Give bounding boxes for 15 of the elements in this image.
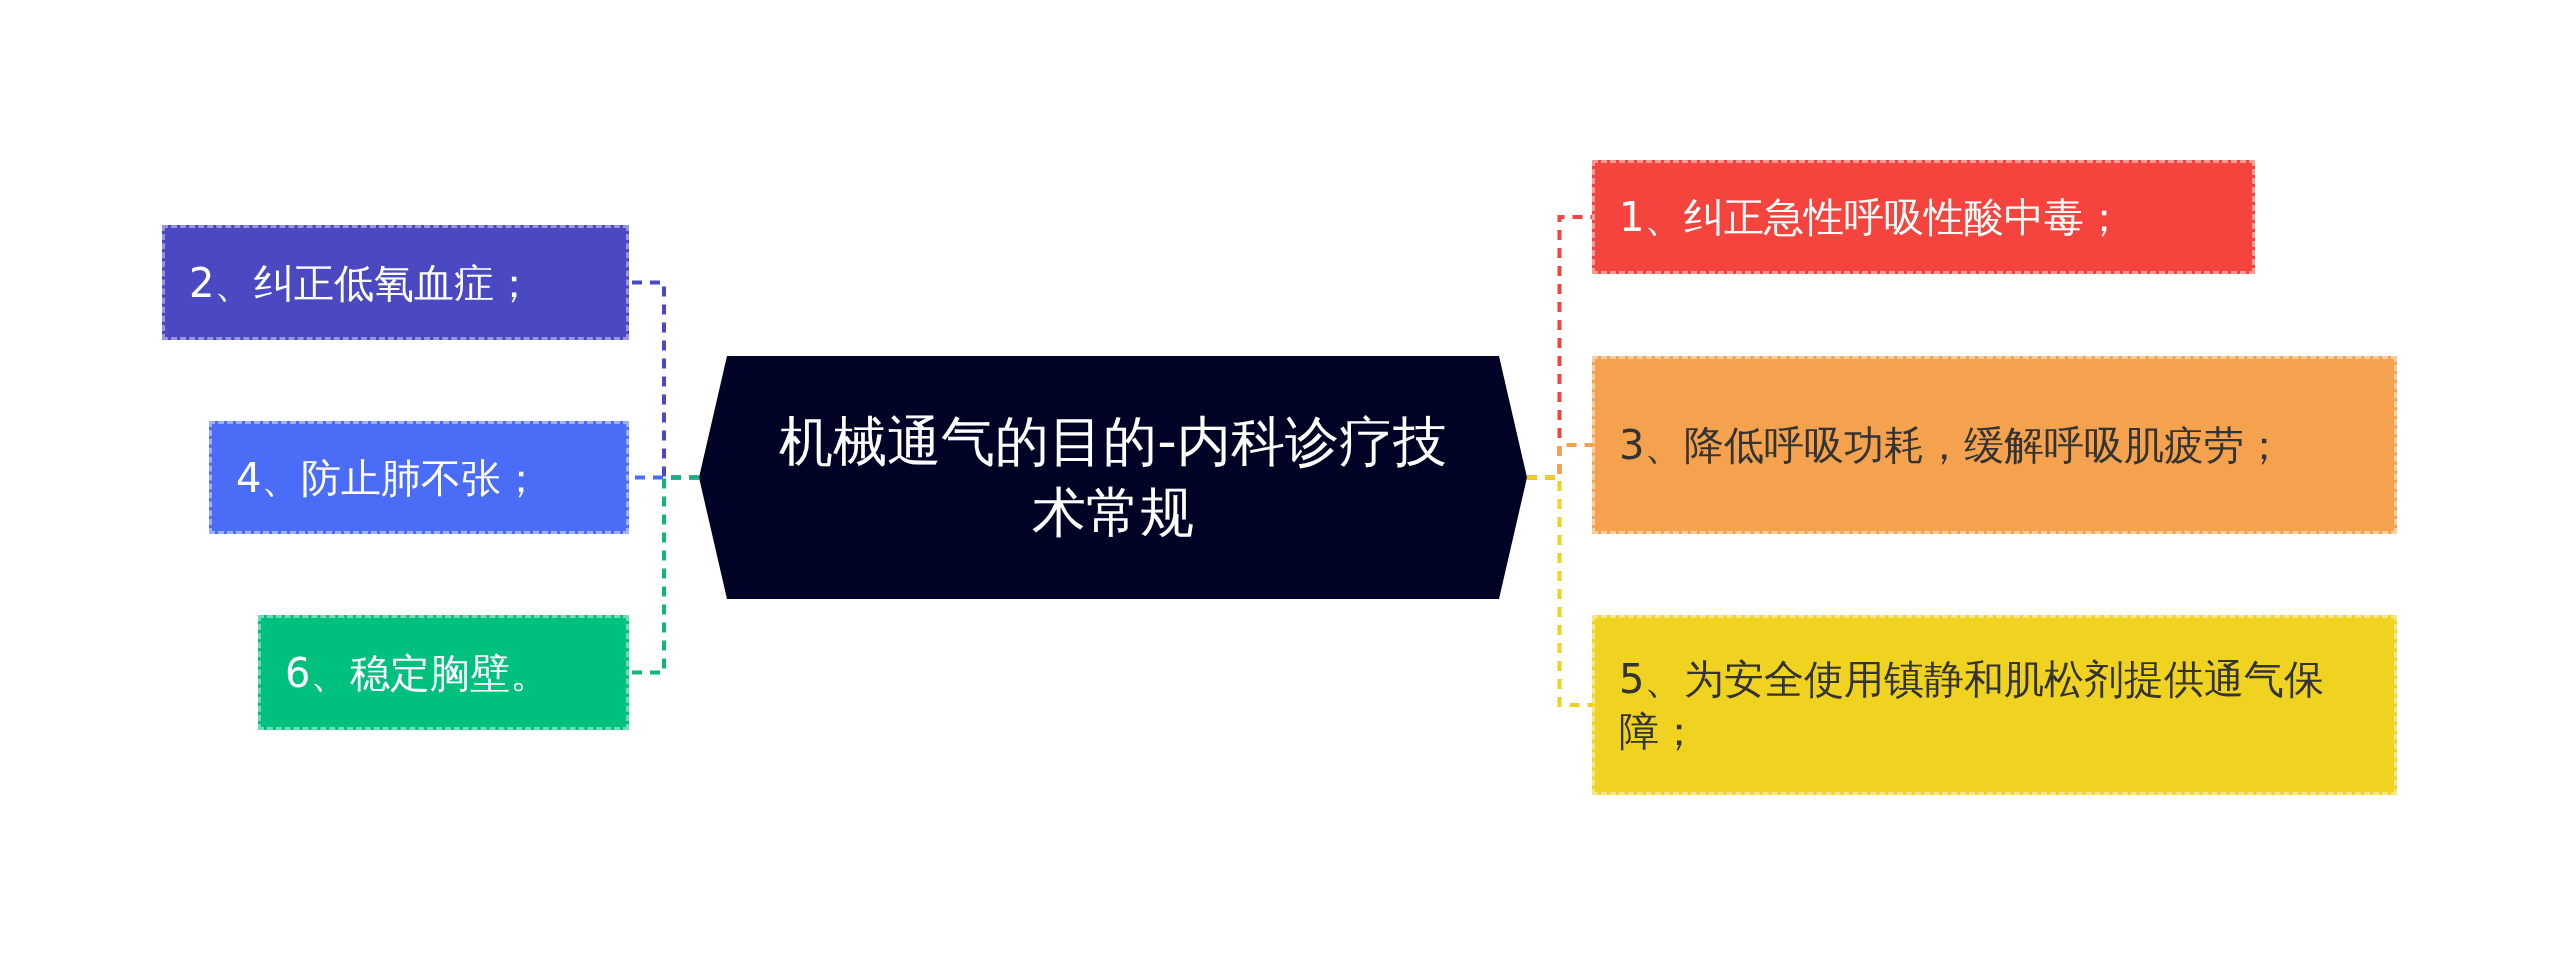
topic-box [258,615,629,730]
topic-box [162,225,629,340]
central-topic-text: 机械通气的目的-内科诊疗技术常规 [778,409,1448,546]
topic-text: 6、稳定胸壁。 [285,648,551,698]
topic-box [209,421,629,534]
topic-box [1592,160,2255,274]
connector [629,475,699,675]
topic-text: 5、为安全使用镇静和肌松剂提供通气保障； [1619,655,2326,756]
topic-text: 2、纠正低氧血症； [189,258,535,308]
topic-box [1592,615,2397,795]
topic-text: 3、降低呼吸功耗，缓解呼吸肌疲劳； [1619,421,2285,470]
topic-text: 4、防止肺不张； [236,453,542,503]
topic-box [1592,356,2397,534]
connector [1527,475,1592,707]
topic-text: 1、纠正急性呼吸性酸中毒； [1619,193,2125,242]
